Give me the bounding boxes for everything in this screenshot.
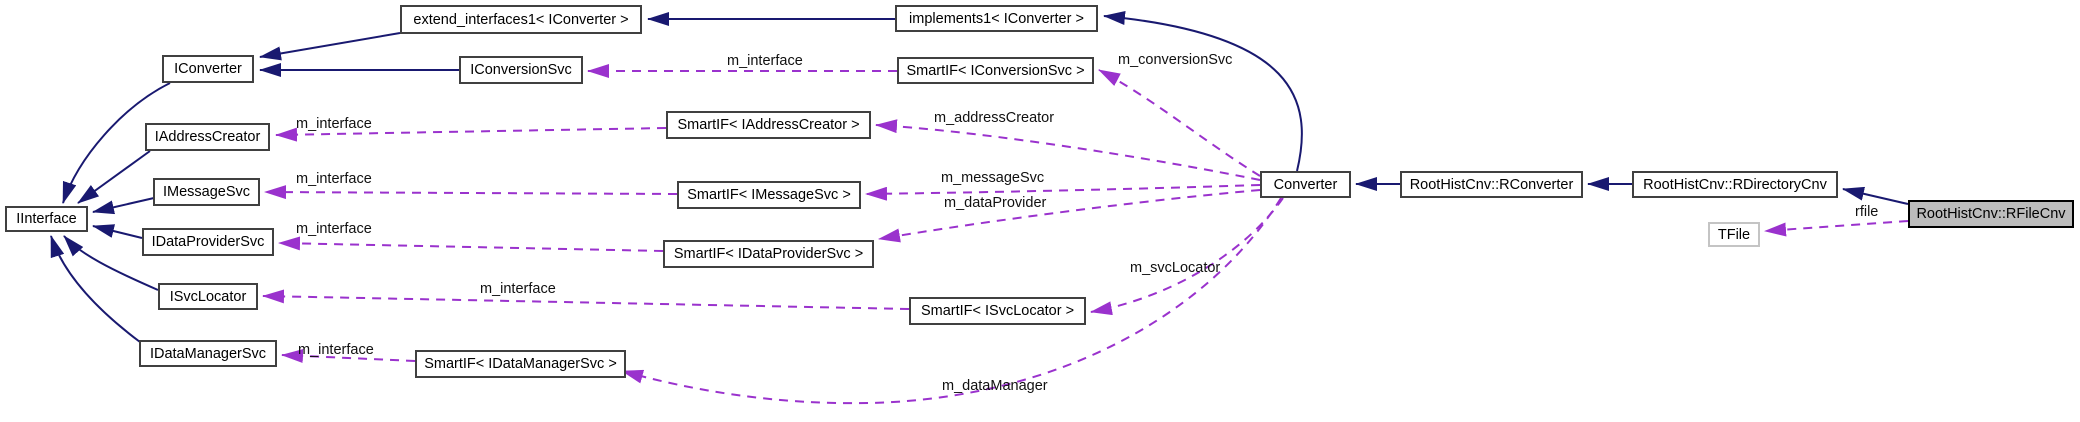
edge-idataprovidersvc-iinterface xyxy=(92,224,143,239)
edge-label-m-interface-dataprovidersvc: m_interface xyxy=(296,221,372,237)
node-roothistcnv-rdirectorycnv[interactable]: RootHistCnv::RDirectoryCnv xyxy=(1632,171,1838,198)
node-idatamanagersvc[interactable]: IDataManagerSvc xyxy=(139,340,277,367)
node-smartif-idatamanagersvc[interactable]: SmartIF< IDataManagerSvc > xyxy=(415,350,626,378)
node-iinterface[interactable]: IInterface xyxy=(5,206,88,232)
edge-label-m-addresscreator: m_addressCreator xyxy=(934,110,1055,126)
edge-smartif-iaddresscreator-iaddresscreator xyxy=(275,127,667,142)
edge-iconverter-iinterface xyxy=(62,82,171,204)
edge-label-m-datamanager: m_dataManager xyxy=(942,378,1048,394)
edge-converter-smartif-iconversionsvc xyxy=(1098,69,1261,177)
edge-label-m-messagesvc: m_messageSvc xyxy=(941,170,1045,186)
node-roothistcnv-rconverter[interactable]: RootHistCnv::RConverter xyxy=(1400,171,1583,198)
node-iconverter[interactable]: IConverter xyxy=(162,55,254,83)
node-roothistcnv-rfilecnv: RootHistCnv::RFileCnv xyxy=(1908,200,2074,228)
edge-smartif-idataprovidersvc-idataprovidersvc xyxy=(278,236,664,252)
edge-converter-smartif-idatamanagersvc xyxy=(621,197,1282,405)
node-smartif-isvclocator[interactable]: SmartIF< ISvcLocator > xyxy=(909,297,1086,325)
edge-label-m-interface-datamanagersvc: m_interface xyxy=(298,342,374,358)
edge-smartif-isvclocator-isvclocator xyxy=(262,289,910,310)
edge-rfilecnv-rdirectorycnv xyxy=(1842,186,1909,205)
edge-idatamanagersvc-iinterface xyxy=(50,235,141,343)
edge-isvclocator-iinterface xyxy=(63,235,159,291)
node-isvclocator[interactable]: ISvcLocator xyxy=(158,283,258,310)
node-implements1[interactable]: implements1< IConverter > xyxy=(895,5,1098,32)
node-imessagesvc[interactable]: IMessageSvc xyxy=(153,178,260,206)
edge-label-m-svclocator: m_svcLocator xyxy=(1130,260,1221,276)
node-converter[interactable]: Converter xyxy=(1260,171,1351,198)
edge-label-m-interface-svclocator: m_interface xyxy=(480,281,556,297)
edge-converter-implements1 xyxy=(1103,11,1303,172)
edge-label-rfile: rfile xyxy=(1855,204,1879,220)
node-iconversionsvc[interactable]: IConversionSvc xyxy=(459,56,583,84)
edge-extend-interfaces1-iconverter xyxy=(259,32,401,61)
edge-converter-smartif-imessagesvc xyxy=(865,184,1261,201)
edge-label-m-interface-messagesvc: m_interface xyxy=(296,171,372,187)
node-smartif-imessagesvc[interactable]: SmartIF< IMessageSvc > xyxy=(677,181,861,209)
edge-label-m-interface-conversionsvc: m_interface xyxy=(727,53,803,69)
edge-imessagesvc-iinterface xyxy=(92,197,155,215)
node-tfile[interactable]: TFile xyxy=(1708,222,1760,247)
node-iaddresscreator[interactable]: IAddressCreator xyxy=(145,123,270,151)
edge-converter-smartif-idataprovidersvc xyxy=(878,189,1261,243)
edge-smartif-imessagesvc-imessagesvc xyxy=(264,185,678,200)
edge-label-m-dataprovider: m_dataProvider xyxy=(944,195,1047,211)
node-smartif-iconversionsvc[interactable]: SmartIF< IConversionSvc > xyxy=(897,57,1094,84)
edge-converter-smartif-isvclocator xyxy=(1090,197,1284,316)
node-smartif-iaddresscreator[interactable]: SmartIF< IAddressCreator > xyxy=(666,111,871,139)
edge-iaddresscreator-iinterface xyxy=(77,150,151,204)
edge-converter-smartif-iaddresscreator xyxy=(875,119,1261,181)
edge-label-m-interface-addresscreator: m_interface xyxy=(296,116,372,132)
edge-label-m-conversionsvc: m_conversionSvc xyxy=(1118,52,1233,68)
node-extend-interfaces1[interactable]: extend_interfaces1< IConverter > xyxy=(400,5,642,34)
edge-smartif-idatamanagersvc-idatamanagersvc xyxy=(281,348,416,363)
node-idataprovidersvc[interactable]: IDataProviderSvc xyxy=(142,228,274,256)
edge-rfilecnv-tfile xyxy=(1764,220,1909,237)
node-smartif-idataprovidersvc[interactable]: SmartIF< IDataProviderSvc > xyxy=(663,240,874,268)
